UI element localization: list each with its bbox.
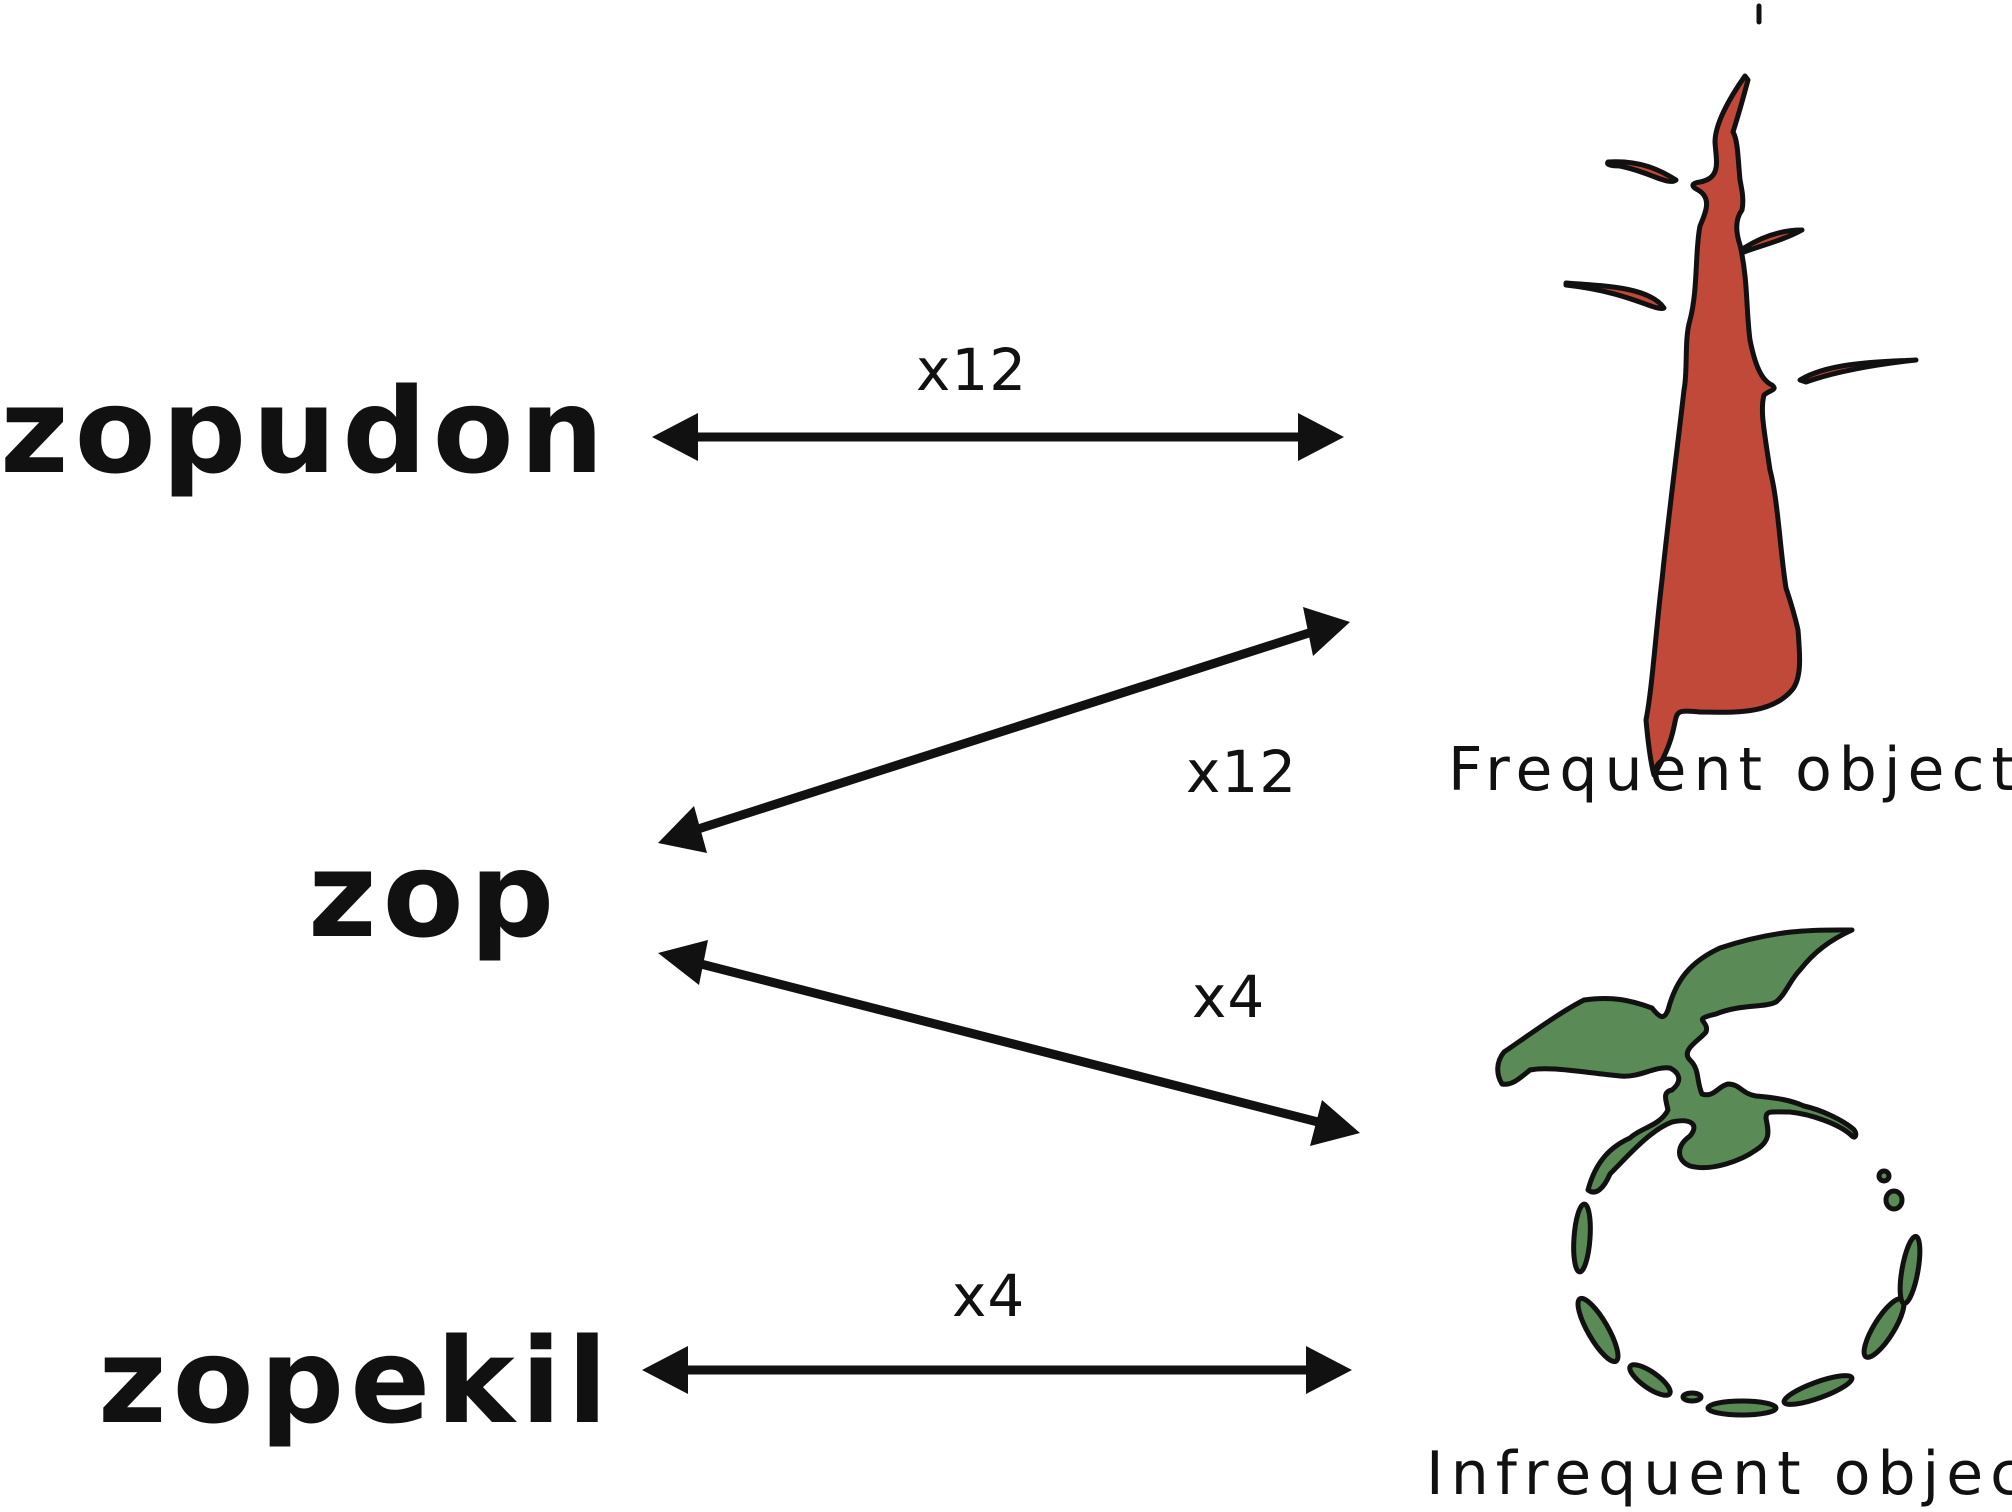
arrow-zop-frequent — [658, 607, 1350, 853]
arrow-head-left — [658, 806, 707, 853]
count-zopudon-frequent: x12 — [916, 336, 1027, 404]
arrow-zop-infrequent — [658, 940, 1360, 1146]
arrow-head-left — [642, 1346, 688, 1394]
arrow-head-left — [658, 940, 708, 985]
infrequent-object-illustration — [1495, 927, 1923, 1418]
ring-segment — [1876, 1168, 1892, 1184]
arrow-head-right — [1306, 1346, 1352, 1394]
frequent-object-label: Frequent object — [1448, 735, 2012, 805]
frequent-object-illustration — [1563, 3, 1919, 778]
ring-segment — [1680, 1390, 1704, 1404]
ring-segment — [1897, 1233, 1923, 1307]
arrow-zopudon-frequent — [652, 413, 1344, 461]
ring-segment — [1571, 1201, 1593, 1275]
arrow-zopekil-infrequent — [642, 1346, 1352, 1394]
count-zopekil-infrequent: x4 — [952, 1262, 1025, 1330]
infrequent-object-label: Infrequent object — [1426, 1439, 2012, 1509]
ring-segment — [1883, 1188, 1905, 1212]
infrequent-object-ring — [1571, 1168, 1923, 1418]
arrow-head-right — [1298, 413, 1344, 461]
frequent-object-branch — [1797, 357, 1919, 385]
count-zop-frequent: x12 — [1186, 738, 1297, 806]
word-zopudon: zopudon — [0, 362, 610, 500]
arrow-head-left — [652, 413, 698, 461]
infrequent-object-leaves — [1495, 927, 1859, 1195]
ring-segment — [1575, 1295, 1621, 1365]
arrow-head-right — [1303, 607, 1350, 656]
word-zop: zop — [308, 826, 560, 964]
frequent-object-branch — [1741, 227, 1805, 255]
count-zop-infrequent: x4 — [1192, 963, 1265, 1031]
frequent-object-branch — [1563, 280, 1667, 312]
arrow-head-right — [1310, 1100, 1360, 1146]
ring-segment — [1781, 1373, 1855, 1407]
word-zopekil: zopekil — [98, 1312, 614, 1450]
frequent-object-trunk — [1643, 73, 1803, 778]
ring-segment — [1627, 1362, 1673, 1398]
frequent-object-branch — [1605, 159, 1679, 184]
ring-segment — [1705, 1398, 1779, 1418]
